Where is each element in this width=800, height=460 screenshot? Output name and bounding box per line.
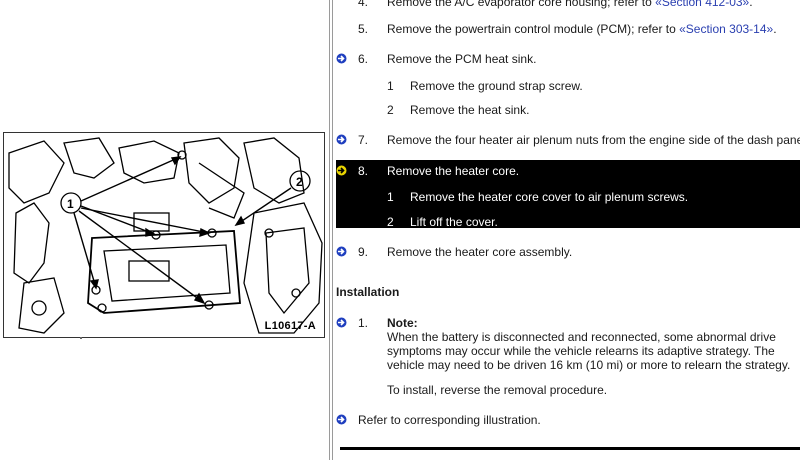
install-instruction: To install, reverse the removal procedur… <box>387 383 608 397</box>
section-303-14-link[interactable]: «Section 303-14» <box>679 22 774 36</box>
note-body: When the battery is disconnected and rec… <box>387 330 791 372</box>
pane-divider[interactable] <box>329 0 330 460</box>
step-arrow-icon <box>336 317 347 328</box>
installation-heading: Installation <box>336 285 400 299</box>
engine-diagram: 1 2 <box>8 137 323 334</box>
illustration-pane: 1 2 L10617-A <box>0 0 329 460</box>
note-title: Note: <box>387 316 418 330</box>
current-step-highlight <box>336 160 800 228</box>
heater-core-illustration: 1 2 L10617-A <box>3 132 325 338</box>
bottom-rule <box>340 447 800 450</box>
step-arrow-icon <box>336 414 347 425</box>
step-arrow-icon <box>336 53 347 64</box>
procedure-pane: 4. Remove the A/C evaporator core housin… <box>333 0 800 460</box>
pane-marker <box>80 337 82 339</box>
current-step-arrow-icon <box>336 165 347 176</box>
callout-1-label: 1 <box>67 197 74 211</box>
step-arrow-icon <box>336 134 347 145</box>
step-arrow-icon <box>336 246 347 257</box>
figure-caption: L10617-A <box>264 320 316 332</box>
pane-divider-inner <box>332 0 333 460</box>
section-412-03-link[interactable]: «Section 412-03» <box>655 0 750 9</box>
callout-2-label: 2 <box>296 175 303 189</box>
